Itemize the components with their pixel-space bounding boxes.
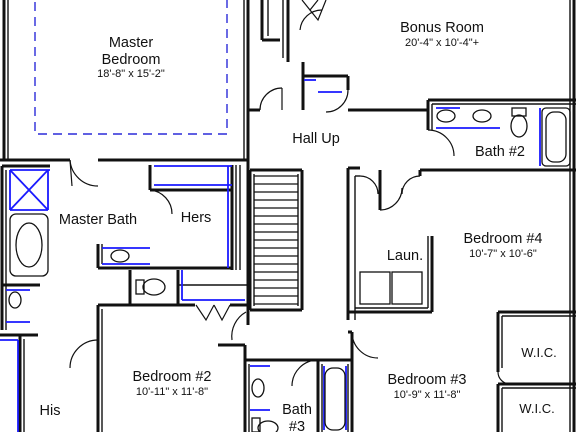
room-dimensions: 18'-8" x 15'-2": [97, 68, 165, 81]
room-bath-3: Bath #3: [282, 402, 312, 435]
room-name: Bedroom #3: [387, 372, 467, 388]
staircase: [254, 175, 298, 305]
door-swings: [69, 0, 511, 387]
room-hall-up: Hall Up: [292, 131, 340, 148]
room-name: #3: [288, 418, 306, 435]
room-dimensions: 20'-4" x 10'-4"+: [404, 36, 480, 49]
room-his: His: [40, 403, 61, 420]
room-name: Bath: [282, 402, 312, 418]
room-bonus-room: Bonus Room 20'-4" x 10'-4"+: [400, 20, 484, 49]
room-name: Hers: [180, 210, 212, 226]
room-bath-2: Bath #2: [475, 144, 525, 161]
room-name: His: [39, 403, 61, 419]
room-bedroom-2: Bedroom #2 10'-11" x 11'-8": [133, 369, 212, 398]
room-name: Master: [108, 35, 154, 51]
room-bedroom-4: Bedroom #4 10'-7" x 10'-6": [464, 231, 543, 260]
room-dimensions: 10'-9" x 11'-8": [393, 388, 461, 401]
room-wic-2: W.I.C.: [519, 401, 555, 417]
room-name: W.I.C.: [519, 401, 555, 416]
room-master-bath: Master Bath: [59, 212, 137, 229]
room-name: Bath #2: [475, 144, 525, 160]
room-name: W.I.C.: [521, 345, 557, 360]
room-name: Bonus Room: [400, 20, 484, 36]
master-bedroom-ceiling-outline: [34, 0, 228, 135]
room-name: Hall Up: [292, 131, 340, 147]
room-name: Master Bath: [58, 212, 138, 228]
thin-walls: [5, 0, 576, 432]
room-bedroom-3: Bedroom #3 10'-9" x 11'-8": [388, 372, 467, 401]
blue-details: [0, 79, 541, 432]
room-name: Laun.: [386, 248, 424, 264]
room-dimensions: 10'-7" x 10'-6": [469, 247, 537, 260]
room-name: Bedroom #2: [132, 369, 212, 385]
room-name: Bedroom #4: [463, 231, 543, 247]
room-dimensions: 10'-11" x 11'-8": [135, 385, 209, 398]
room-laundry: Laun.: [387, 248, 423, 265]
fixtures: [8, 107, 571, 432]
room-wic-1: W.I.C.: [521, 345, 557, 361]
room-name: Bedroom: [101, 51, 161, 68]
room-master-bedroom: Master Bedroom 18'-8" x 15'-2": [97, 35, 165, 81]
room-hers: Hers: [181, 210, 212, 227]
